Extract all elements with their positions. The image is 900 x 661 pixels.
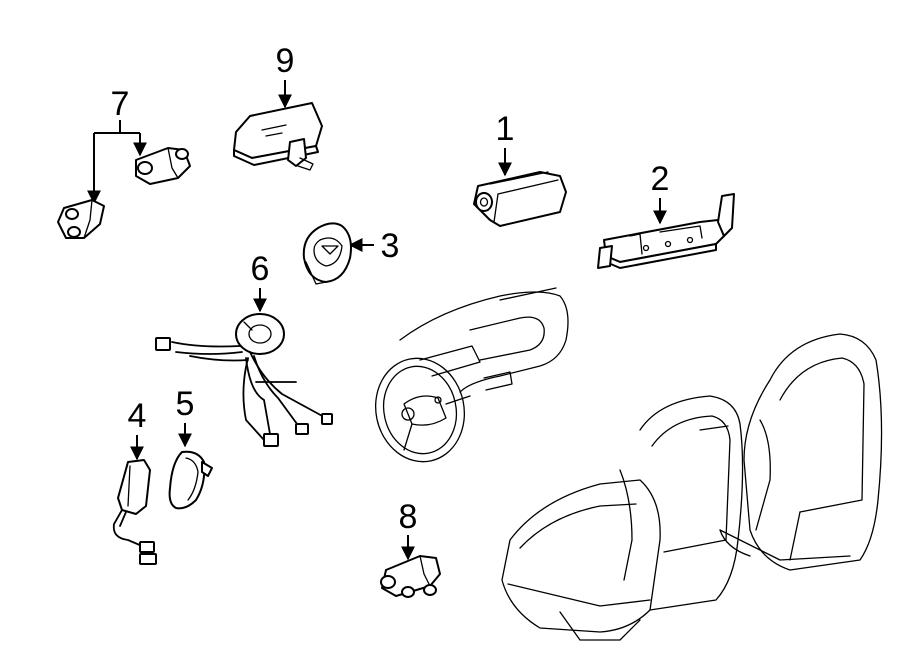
airbag-control-module-icon xyxy=(233,102,323,171)
side-airbag-with-harness-icon xyxy=(112,459,157,565)
impact-sensor-icon xyxy=(380,555,441,598)
part-2-bracket: 2 xyxy=(597,160,735,269)
callout-3: 3 xyxy=(381,227,400,265)
part-6-clockspring: 6 xyxy=(155,250,333,447)
impact-sensor-icon xyxy=(57,199,105,239)
clockspring-with-harness-icon xyxy=(155,313,333,447)
part-5-side-airbag: 5 xyxy=(168,385,213,510)
part-1-passenger-airbag: 1 xyxy=(473,110,567,227)
callout-8: 8 xyxy=(399,498,418,536)
callout-4: 4 xyxy=(128,397,147,435)
callout-7: 7 xyxy=(111,85,130,123)
callout-2: 2 xyxy=(651,160,670,198)
callout-9: 9 xyxy=(276,42,295,80)
driver-airbag-icon xyxy=(302,222,352,285)
part-9-control-module: 9 xyxy=(233,42,323,171)
seats-illustration xyxy=(501,333,883,641)
impact-sensor-icon xyxy=(135,147,191,185)
passenger-airbag-icon xyxy=(473,171,567,227)
mounting-bracket-icon xyxy=(597,193,735,269)
dashboard-steering-wheel-illustration xyxy=(374,287,569,463)
part-7-impact-sensors: 7 xyxy=(57,85,191,239)
callout-5: 5 xyxy=(176,385,195,423)
part-4-side-airbag: 4 xyxy=(112,397,157,565)
part-3-driver-airbag: 3 xyxy=(302,222,400,285)
callout-6: 6 xyxy=(251,250,270,288)
side-airbag-icon xyxy=(168,450,213,510)
callout-1: 1 xyxy=(496,110,515,148)
part-8-impact-sensor: 8 xyxy=(380,498,441,598)
